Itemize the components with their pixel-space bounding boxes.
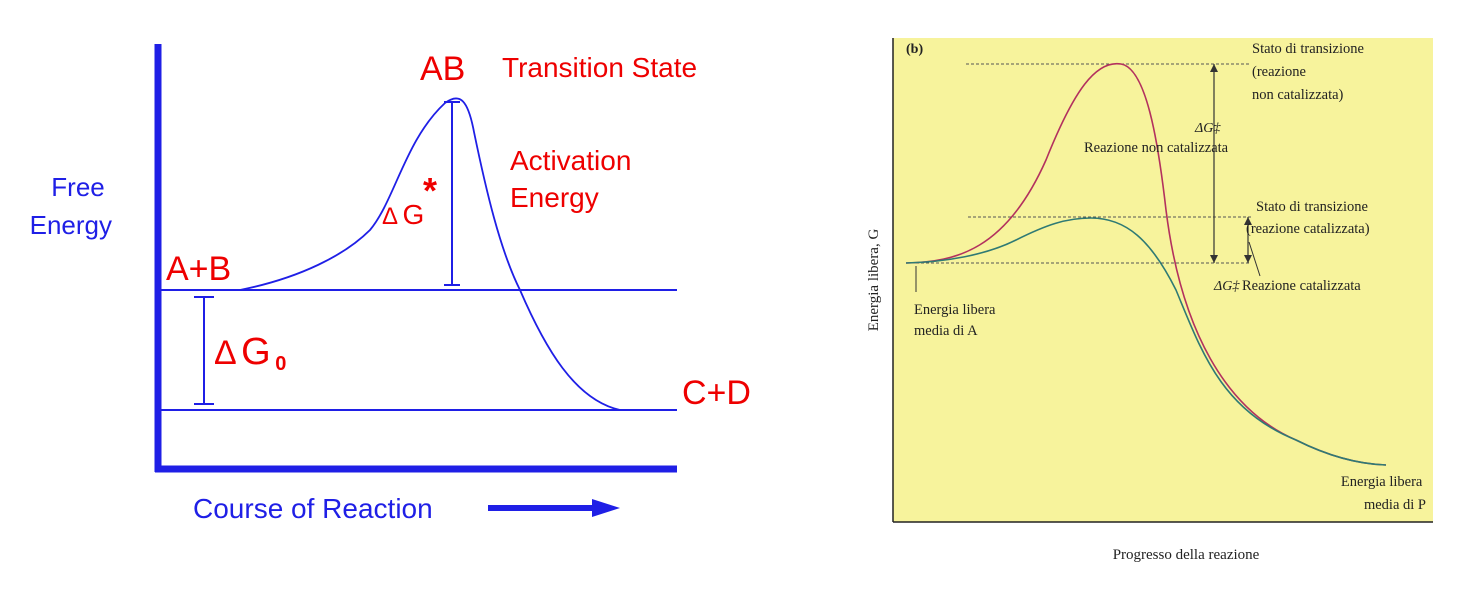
free-energy-diagram: Free Energy Course of Reaction A+B C+D A…	[30, 44, 751, 524]
x-axis-arrow-head	[592, 499, 620, 517]
catalyzed-ts-label: Stato di transizione (reazione catalizza…	[1246, 199, 1372, 237]
uncatalyzed-arrow-head-top	[1210, 64, 1218, 72]
transition-state-label: Transition State	[502, 52, 697, 83]
catalyzed-arrow-head-top	[1244, 217, 1252, 225]
reaction-curve	[239, 97, 621, 411]
plot-background	[893, 38, 1433, 522]
catalyzed-arrow-head-bottom	[1244, 255, 1252, 263]
panel-label: (b)	[906, 42, 923, 57]
transition-state-symbol: AB	[420, 50, 465, 88]
start-free-energy-label: Energia libera media di A	[914, 302, 999, 339]
delta-g-activation-label: Δ G	[382, 199, 424, 230]
catalysis-energy-diagram: (b) Energia libera, G Progresso della re…	[866, 38, 1433, 563]
end-free-energy-label: Energia libera media di P	[1341, 474, 1426, 513]
delta-g0-label: Δ G 0	[214, 331, 286, 375]
catalysis-diagram-panel: (b) Energia libera, G Progresso della re…	[846, 30, 1434, 568]
uncatalyzed-delta-g-label: ΔG‡	[1194, 121, 1221, 136]
y-axis-label: Energia libera, G	[866, 229, 882, 332]
y-axis-label: Free Energy	[30, 172, 112, 240]
x-axis-label: Course of Reaction	[193, 493, 433, 524]
products-label: C+D	[682, 374, 751, 412]
uncatalyzed-ts-label: Stato di transizione (reazione non catal…	[1252, 41, 1368, 103]
catalyzed-curve	[905, 217, 1387, 466]
uncatalyzed-arrow-head-bottom	[1210, 255, 1218, 263]
delta-g-star: *	[423, 170, 437, 211]
x-axis-label: Progresso della reazione	[1113, 547, 1260, 563]
catalyzed-reaction-label: Reazione catalizzata	[1242, 278, 1361, 294]
uncatalyzed-reaction-label: Reazione non catalizzata	[1084, 140, 1229, 156]
catalyzed-label-pointer	[1248, 241, 1261, 277]
reactants-label: A+B	[166, 250, 231, 288]
catalyzed-delta-g-label: ΔG‡	[1213, 279, 1240, 294]
activation-energy-label: Activation Energy	[510, 145, 639, 213]
